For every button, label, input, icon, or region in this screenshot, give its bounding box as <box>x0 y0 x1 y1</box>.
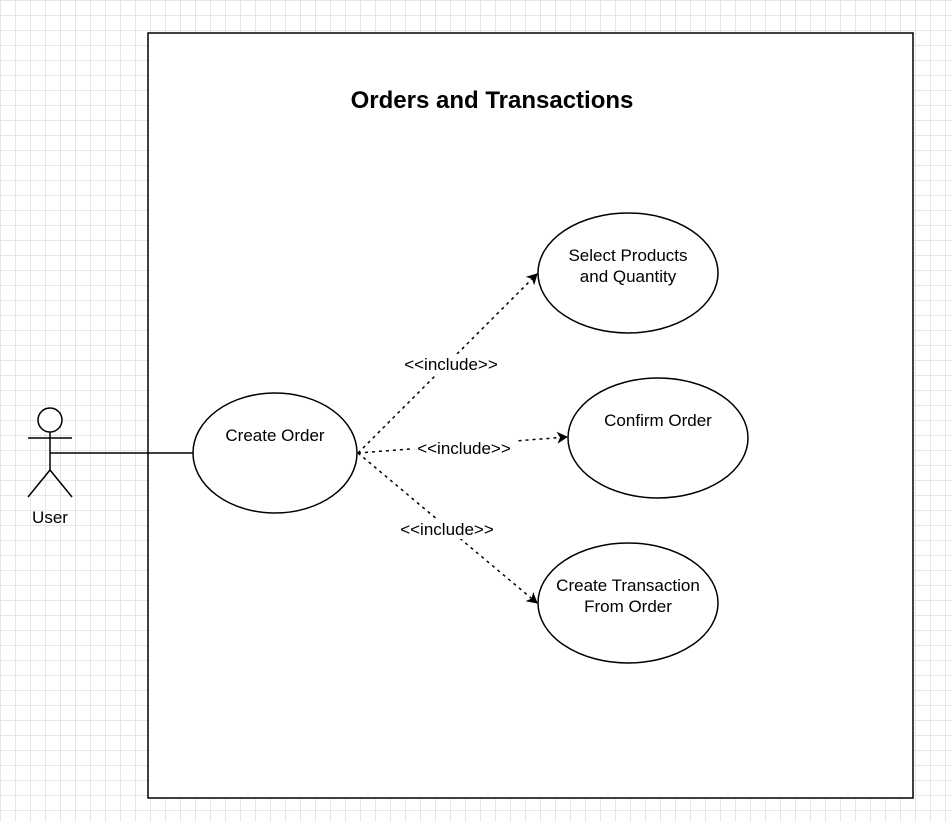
actor-right-leg <box>49 469 73 498</box>
use-case-select-products-label-line1: Select Products <box>568 246 687 265</box>
use-case-create-order-ellipse <box>192 392 358 514</box>
use-case-select-products[interactable]: Select Products and Quantity <box>537 212 719 334</box>
use-case-create-transaction[interactable]: Create Transaction From Order <box>537 542 719 664</box>
use-case-confirm-order-label: Confirm Order <box>604 411 712 430</box>
user-actor[interactable] <box>27 407 73 498</box>
use-case-confirm-order[interactable]: Confirm Order <box>567 377 749 499</box>
actor-head <box>37 407 63 433</box>
use-case-create-order[interactable]: Create Order <box>192 392 358 514</box>
use-case-create-transaction-label-line1: Create Transaction <box>556 576 700 595</box>
include-label-confirm: <<include>> <box>417 439 511 458</box>
use-case-create-transaction-label-line2: From Order <box>584 597 672 616</box>
use-case-create-transaction-ellipse <box>537 542 719 664</box>
use-case-select-products-ellipse <box>537 212 719 334</box>
use-case-confirm-order-ellipse <box>567 377 749 499</box>
use-case-create-order-label: Create Order <box>225 426 325 445</box>
include-label-select-bg <box>400 354 502 374</box>
actor-label: User <box>32 508 68 527</box>
include-label-transaction: <<include>> <box>400 520 494 539</box>
system-boundary-title: Orders and Transactions <box>351 87 634 114</box>
include-label-transaction-bg <box>396 519 498 539</box>
include-label-select: <<include>> <box>404 355 498 374</box>
actor-left-leg <box>27 469 51 498</box>
use-case-select-products-label-line2: and Quantity <box>580 267 677 286</box>
include-label-confirm-bg <box>413 438 515 458</box>
